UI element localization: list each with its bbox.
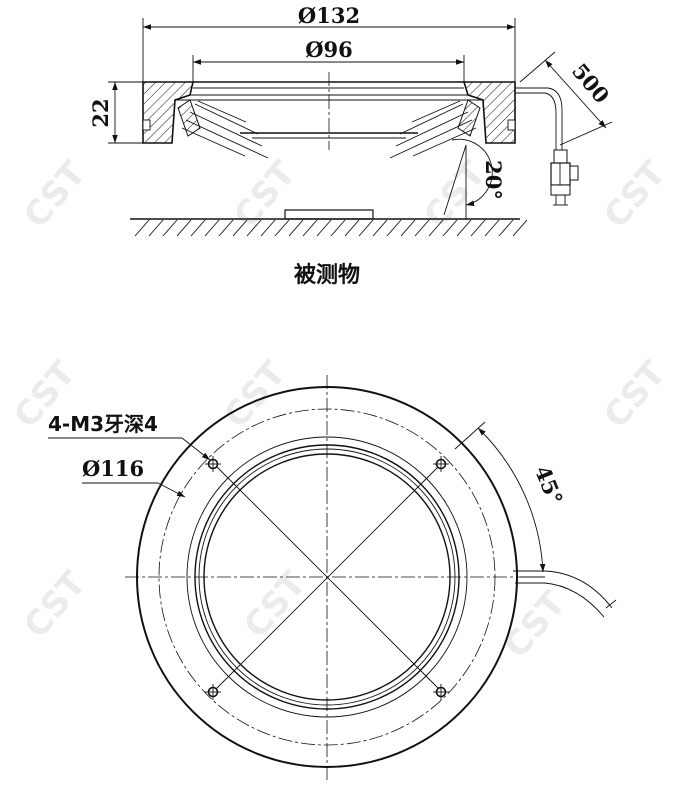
ground-hatch-line <box>414 219 430 237</box>
ground-hatch-line <box>512 219 528 237</box>
ground-hatch-line <box>358 219 374 237</box>
ground-hatch-line <box>134 219 150 237</box>
ground-hatch-line <box>218 219 234 237</box>
diagonal-line-2 <box>214 464 441 691</box>
watermark: CST <box>236 563 314 645</box>
height-dimension: 22 <box>88 81 143 144</box>
ground-hatch-line <box>302 219 318 237</box>
mounting-holes <box>205 456 449 700</box>
watermark: CST <box>596 353 674 435</box>
cable-angle-label: 45° <box>530 462 568 508</box>
ground-hatch-line <box>484 219 500 237</box>
top-view: 4-M3牙深4 Ø116 45° <box>48 375 617 780</box>
ground-hatch-line <box>386 219 402 237</box>
outer-diameter-dimension: Ø132 <box>142 3 516 82</box>
ground-hatch-line <box>232 219 248 237</box>
ground-hatch-line <box>274 219 290 237</box>
watermark-layer: CST CST CST CST CST CST CST CST CST CST <box>6 153 674 665</box>
watermark: CST <box>496 583 574 665</box>
ground-hatch-line <box>498 219 514 237</box>
ground-hatch-line <box>162 219 178 237</box>
object-under-test: 被测物 <box>130 209 528 288</box>
right-led-assembly <box>389 99 481 159</box>
top-cable <box>513 570 617 618</box>
outer-diameter-label: Ø132 <box>298 3 360 28</box>
watermark: CST <box>216 353 294 435</box>
ground-hatch-line <box>176 219 192 237</box>
height-label: 22 <box>88 98 113 127</box>
ground-hatch-line <box>400 219 416 237</box>
watermark: CST <box>596 153 674 235</box>
ground-hatch-line <box>330 219 346 237</box>
connector <box>550 149 579 206</box>
angle-label: 20° <box>481 160 506 200</box>
cable-length-label: 500 <box>567 58 614 108</box>
ground-hatch-line <box>288 219 304 237</box>
ground-hatch-line <box>344 219 360 237</box>
hole-label: 4-M3牙深4 <box>48 412 158 436</box>
ground-hatch-line <box>372 219 388 237</box>
ground-hatch-line <box>260 219 276 237</box>
inner-diameter-label: Ø96 <box>305 37 353 62</box>
cable: 500 <box>515 51 614 150</box>
hole-callout: 4-M3牙深4 <box>48 412 211 461</box>
bolt-circle-label: Ø116 <box>82 456 144 481</box>
angle-dimension: 20° <box>443 138 506 220</box>
ground-hatch-line <box>316 219 332 237</box>
ground-hatch-line <box>148 219 164 237</box>
side-view: Ø132 Ø96 22 <box>88 3 614 288</box>
watermark: CST <box>16 563 94 645</box>
watermark: CST <box>16 153 94 235</box>
ground-hatch-line <box>246 219 262 237</box>
ground-hatch-line <box>428 219 444 237</box>
ground-hatch-line <box>190 219 206 237</box>
object-label: 被测物 <box>294 262 360 288</box>
inner-diameter-dimension: Ø96 <box>192 37 465 82</box>
ground-hatch-line <box>204 219 220 237</box>
ground-hatch-line <box>456 219 472 237</box>
watermark: CST <box>226 153 304 235</box>
ground-hatch-line <box>442 219 458 237</box>
bolt-circle-callout: Ø116 <box>82 456 186 498</box>
ground-hatch-line <box>470 219 486 237</box>
cable-angle-dimension: 45° <box>454 421 568 578</box>
left-led-assembly <box>177 99 269 159</box>
